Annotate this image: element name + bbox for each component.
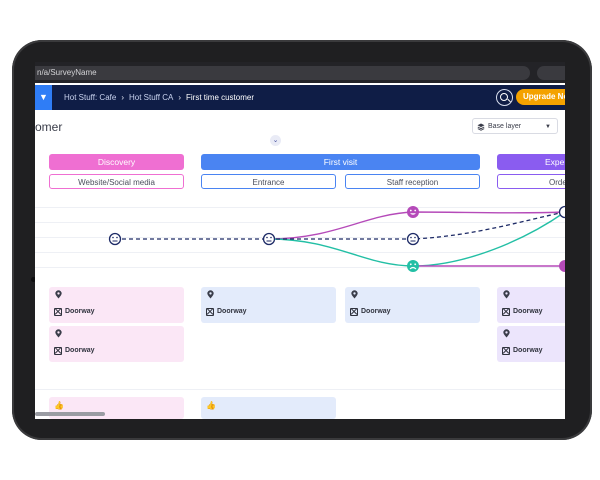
doorway-icon [206,308,214,316]
browser-action[interactable] [537,66,565,80]
feedback-card[interactable]: 👍 [201,397,336,419]
stage-first-visit[interactable]: First visit [201,154,480,170]
grid-line [35,252,565,253]
url-field[interactable]: n/a/SurveyName [35,66,530,80]
doorway-label: Doorway [502,306,543,318]
grid-line [35,222,565,223]
camera-dot [31,277,36,282]
doorway-icon [54,308,62,316]
touchpoint-card[interactable]: Doorway [49,326,184,362]
collapse-chevron-icon[interactable]: ⌄ [270,135,281,146]
sad-face-icon[interactable] [407,260,419,272]
step-staff-reception[interactable]: Staff reception [345,174,480,189]
touchpoint-card[interactable]: Doorway [497,287,565,323]
section-divider [35,389,565,390]
top-nav: ▼ Hot Stuff: Cafe › Hot Stuff CA › First tim… [35,85,565,110]
touchpoint-card[interactable]: Doorway [497,326,565,362]
search-icon[interactable] [496,89,513,106]
doorway-label: Doorway [206,306,247,318]
happy-face-icon[interactable] [559,260,565,272]
neutral-face-icon[interactable] [406,232,420,246]
upgrade-button[interactable]: Upgrade Now [516,89,565,105]
browser-bar: n/a/SurveyName [35,62,565,83]
touchpoint-card[interactable]: Doorway [345,287,480,323]
step-entrance[interactable]: Entrance [201,174,336,189]
neutral-face-icon[interactable] [558,205,566,219]
happy-face-icon[interactable] [407,206,419,218]
page-title: omer [35,120,63,134]
doorway-label: Doorway [502,345,543,357]
breadcrumb-item-current: First time customer [186,93,255,102]
layer-select-value: Base layer [488,123,522,130]
horizontal-scrollbar[interactable] [35,412,105,416]
location-pin-icon [503,329,510,338]
location-pin-icon [55,290,62,299]
stage-discovery[interactable]: Discovery [49,154,184,170]
step-website-social[interactable]: Website/Social media [49,174,184,189]
step-order[interactable]: Orde [497,174,565,189]
journey-neutral-path [115,211,565,240]
location-pin-icon [207,290,214,299]
breadcrumb: Hot Stuff: Cafe › Hot Stuff CA › First time … [64,85,254,110]
doorway-icon [54,347,62,355]
breadcrumb-item-ca[interactable]: Hot Stuff CA [129,93,174,102]
location-pin-icon [55,329,62,338]
touchpoint-card[interactable]: Doorway [201,287,336,323]
screen: n/a/SurveyName ▼ Hot Stuff: Cafe›Hot Stu… [35,62,565,419]
thumbs-up-icon: 👍 [54,401,64,410]
menu-dropdown-icon[interactable]: ▼ [35,85,52,110]
layer-select[interactable]: Base layer ▼ [472,118,558,134]
grid-line [35,207,565,208]
grid-line [35,267,565,268]
stage-experience[interactable]: Exper [497,154,565,170]
doorway-icon [350,308,358,316]
breadcrumb-item-cafe[interactable]: Hot Stuff: Cafe [64,93,117,102]
chevron-down-icon: ▼ [545,124,551,130]
doorway-icon [502,308,510,316]
location-pin-icon [351,290,358,299]
location-pin-icon [503,290,510,299]
layers-icon [477,123,485,131]
neutral-face-icon[interactable] [108,232,122,246]
doorway-label: Doorway [350,306,391,318]
chevron-right-icon: › [178,93,181,102]
doorway-icon [502,347,510,355]
journey-graph [108,205,566,272]
thumbs-up-icon: 👍 [206,401,216,410]
chevron-right-icon: › [121,93,124,102]
doorway-label: Doorway [54,345,95,357]
touchpoint-card[interactable]: Doorway [49,287,184,323]
doorway-label: Doorway [54,306,95,318]
neutral-face-icon[interactable] [262,232,276,246]
